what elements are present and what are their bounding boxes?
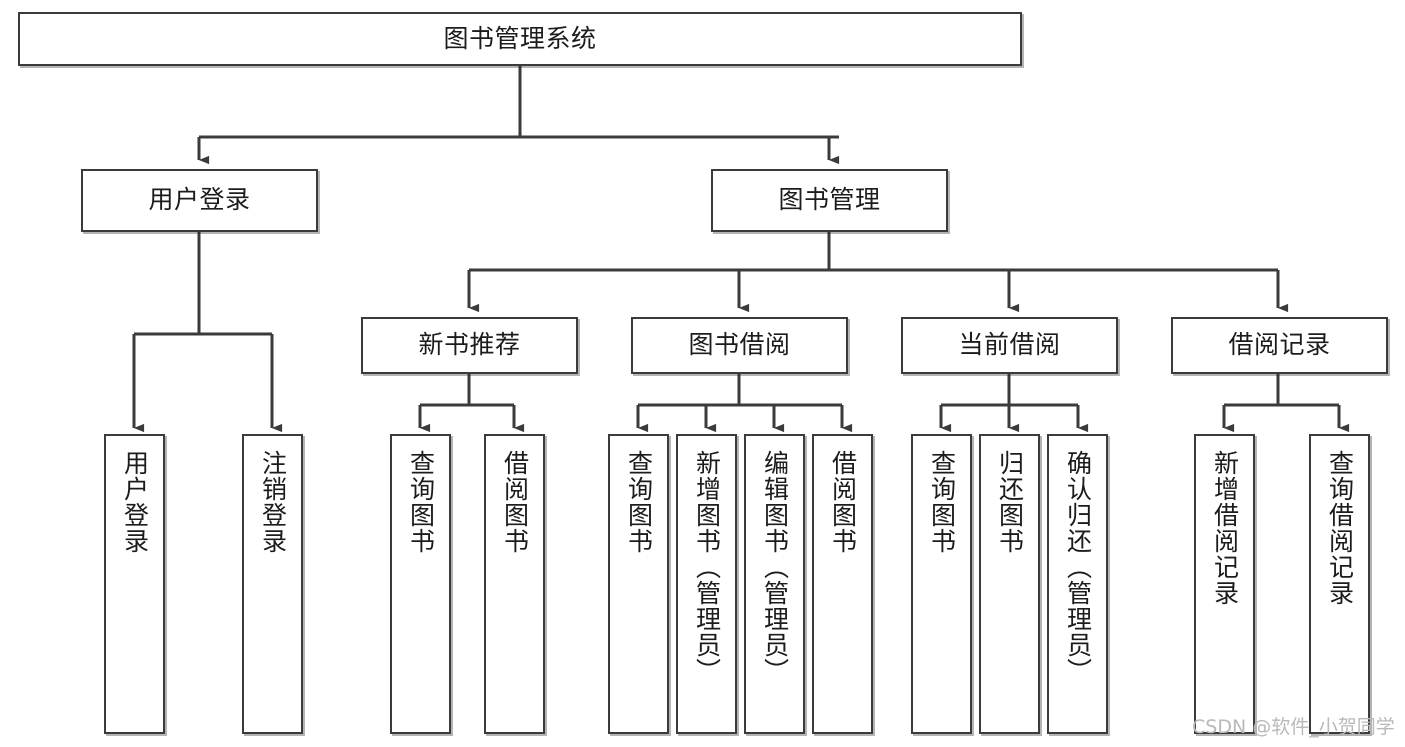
node-leaf-query-book-current[interactable]: 查询图书 (911, 434, 972, 734)
node-label: 当前借阅 (958, 330, 1061, 360)
node-label: 归还图书 (995, 450, 1025, 554)
node-label: 图书管理系统 (443, 23, 597, 53)
node-label: 新增借阅记录 (1210, 450, 1240, 606)
node-root-book-management-system[interactable]: 图书管理系统 (18, 12, 1022, 66)
node-leaf-confirm-return-admin[interactable]: 确认归还（管理员） (1047, 434, 1108, 734)
node-label: 查询图书 (927, 450, 957, 554)
node-leaf-query-borrow-record[interactable]: 查询借阅记录 (1309, 434, 1370, 734)
node-label: 用户登录 (148, 185, 251, 215)
node-book-borrow[interactable]: 图书借阅 (631, 317, 848, 374)
node-label: 查询借阅记录 (1325, 450, 1355, 606)
node-leaf-logout-login[interactable]: 注销登录 (242, 434, 303, 734)
node-leaf-query-book-borrow[interactable]: 查询图书 (608, 434, 669, 734)
node-label: 确认归还（管理员） (1063, 450, 1093, 684)
node-label: 借阅图书 (500, 450, 530, 554)
node-leaf-borrow-book[interactable]: 借阅图书 (812, 434, 873, 734)
node-label: 新书推荐 (418, 330, 521, 360)
node-borrow-record[interactable]: 借阅记录 (1171, 317, 1388, 374)
node-label: 借阅记录 (1228, 330, 1331, 360)
node-new-book-recommend[interactable]: 新书推荐 (361, 317, 578, 374)
node-label: 查询图书 (406, 450, 436, 554)
node-user-login[interactable]: 用户登录 (81, 169, 318, 232)
node-leaf-borrow-book-recommend[interactable]: 借阅图书 (484, 434, 545, 734)
node-label: 图书借阅 (688, 330, 791, 360)
node-label: 查询图书 (624, 450, 654, 554)
node-book-management[interactable]: 图书管理 (711, 169, 948, 232)
node-label: 用户登录 (120, 450, 150, 554)
node-leaf-edit-book-admin[interactable]: 编辑图书（管理员） (744, 434, 805, 734)
node-leaf-query-book-recommend[interactable]: 查询图书 (390, 434, 451, 734)
node-leaf-user-login[interactable]: 用户登录 (104, 434, 165, 734)
csdn-watermark: CSDN @软件_小贺同学 (1192, 716, 1395, 738)
node-current-borrow[interactable]: 当前借阅 (901, 317, 1118, 374)
node-label: 借阅图书 (828, 450, 858, 554)
node-label: 新增图书（管理员） (692, 450, 722, 684)
node-leaf-return-book[interactable]: 归还图书 (979, 434, 1040, 734)
node-label: 注销登录 (258, 450, 288, 554)
node-label: 编辑图书（管理员） (760, 450, 790, 684)
node-label: 图书管理 (778, 185, 881, 215)
node-leaf-add-book-admin[interactable]: 新增图书（管理员） (676, 434, 737, 734)
node-leaf-add-borrow-record[interactable]: 新增借阅记录 (1194, 434, 1255, 734)
